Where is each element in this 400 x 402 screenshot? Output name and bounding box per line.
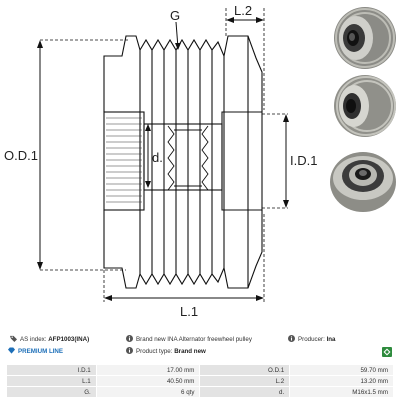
product-type-value: Brand new [174,348,206,355]
specs-table: I.D.1 17.00 mm O.D.1 59.70 mm L.1 40.50 … [6,364,394,398]
pulley-photo-rear [330,152,396,212]
spec-label: I.D.1 [6,364,97,376]
label-od1: O.D.1 [4,148,38,163]
premium-line: PREMIUM LINE [8,346,63,358]
spec-value: 59.70 mm [289,364,394,376]
info-row-top: AS index: AFP1003(INA) Brand new INA Alt… [6,334,394,346]
table-row: I.D.1 17.00 mm O.D.1 59.70 mm [6,364,394,376]
pulley-technical-drawing: G L.2 O.D.1 I.D.1 d. L.1 [4,3,317,319]
info-icon [288,335,295,342]
info-icon [126,347,133,354]
spec-label: G. [6,386,97,398]
spec-value: 6 qty [95,386,201,398]
label-g: G [170,8,180,23]
info-icon [126,335,133,342]
pulley-photo-angle [334,75,396,137]
as-index-value: AFP1003(INA) [48,336,90,343]
label-l1: L.1 [180,304,198,319]
diamond-icon [8,347,15,354]
product-type-label: Product type: [136,348,173,355]
spec-label: L.1 [6,375,97,387]
spec-label: L.2 [199,375,291,387]
as-index-label: AS index: [20,336,47,343]
producer-value: Ina [326,336,336,343]
spec-value: 17.00 mm [95,364,201,376]
label-d: d. [152,150,163,165]
as-index: AS index: AFP1003(INA) [10,334,89,346]
info-row-bottom: PREMIUM LINE Product type: Brand new [6,346,394,358]
ina-logo-icon [382,347,392,357]
spec-label: O.D.1 [199,364,291,376]
table-row: L.1 40.50 mm L.2 13.20 mm [6,375,394,387]
tag-icon [10,335,17,342]
producer-label: Producer: [298,336,325,343]
spec-value: 13.20 mm [289,375,394,387]
spec-value: 40.50 mm [95,375,201,387]
premium-label: PREMIUM LINE [18,348,64,355]
product-type: Product type: Brand new [126,346,206,358]
label-id1: I.D.1 [290,153,317,168]
pulley-photo-front [334,7,396,69]
spec-value: M16x1.5 mm [289,386,394,398]
description: Brand new INA Alternator freewheel pulle… [126,334,252,346]
producer: Producer: Ina [288,334,336,346]
description-text: Brand new INA Alternator freewheel pulle… [136,336,252,343]
table-row: G. 6 qty d. M16x1.5 mm [6,386,394,398]
label-l2: L.2 [234,3,252,18]
spec-label: d. [199,386,291,398]
